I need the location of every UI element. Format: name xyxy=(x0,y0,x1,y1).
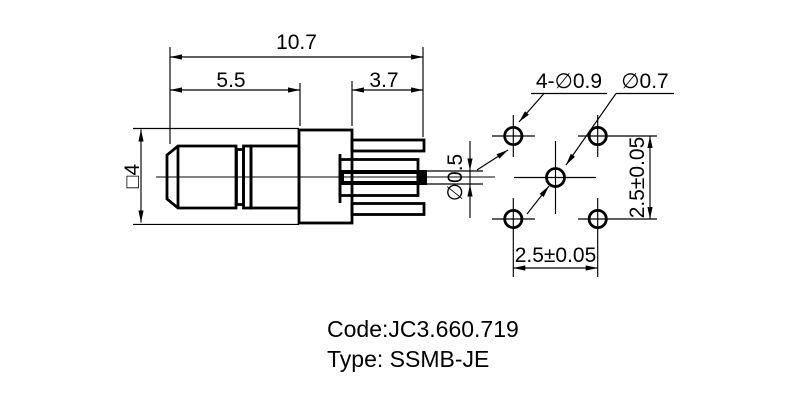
dim-label-body-length: 5.5 xyxy=(216,69,245,92)
arrowhead xyxy=(539,186,549,197)
arrowhead xyxy=(352,87,364,93)
dim-label-leg-length: 3.7 xyxy=(369,69,398,92)
arrowhead xyxy=(411,87,423,93)
leader-corner-holes: 4-∅0.9 xyxy=(476,70,607,171)
dim-pin-diameter: ∅0.5 xyxy=(427,141,483,218)
side-view: 10.7 5.5 3.7 □4 xyxy=(121,31,495,225)
dim-label-pitch-horizontal: 2.5±0.05 xyxy=(515,244,597,267)
arrowhead xyxy=(496,150,508,159)
arrowhead xyxy=(170,54,182,60)
arrowhead xyxy=(647,136,653,148)
mounting-leg-top xyxy=(350,138,426,153)
arrowhead xyxy=(467,184,473,197)
dim-overall-length: 10.7 xyxy=(169,31,424,144)
dim-label-overall-length: 10.7 xyxy=(276,31,317,54)
part-type: Type: SSMB-JE xyxy=(327,346,489,372)
arrowhead xyxy=(288,87,300,93)
footprint-view: 4-∅0.9 ∅0.7 2.5±0.05 2.5±0.05 xyxy=(476,70,674,277)
part-code: Code:JC3.660.719 xyxy=(327,316,519,342)
leader-line xyxy=(565,93,617,166)
arrowhead xyxy=(513,265,526,271)
dim-body-length: 5.5 xyxy=(170,69,301,126)
connector-outline xyxy=(156,128,495,225)
arrowhead xyxy=(138,210,144,223)
arrowhead xyxy=(585,265,598,271)
mounting-leg-bottom xyxy=(350,202,426,216)
dim-label-square-size: □4 xyxy=(121,164,144,189)
arrowhead xyxy=(647,207,653,219)
hole-crosshairs xyxy=(492,115,657,277)
dim-leg-length: 3.7 xyxy=(351,69,423,126)
leader-center-hole: ∅0.7 xyxy=(526,70,674,215)
title-block: Code:JC3.660.719 Type: SSMB-JE xyxy=(327,316,519,372)
dim-pitch-vertical: 2.5±0.05 xyxy=(626,136,653,219)
dim-square-size: □4 xyxy=(121,127,299,225)
arrowhead xyxy=(566,153,575,165)
arrowhead xyxy=(138,129,144,142)
arrowhead xyxy=(467,158,473,171)
dim-label-pitch-vertical: 2.5±0.05 xyxy=(626,137,649,219)
arrowhead xyxy=(519,111,529,122)
dim-label-center-hole: ∅0.7 xyxy=(621,70,669,93)
arrowhead xyxy=(411,54,423,60)
dim-label-pin-diameter: ∅0.5 xyxy=(444,154,467,202)
arrowhead xyxy=(170,87,182,93)
dim-label-corner-holes: 4-∅0.9 xyxy=(536,70,602,93)
dim-pitch-horizontal: 2.5±0.05 xyxy=(513,244,598,271)
